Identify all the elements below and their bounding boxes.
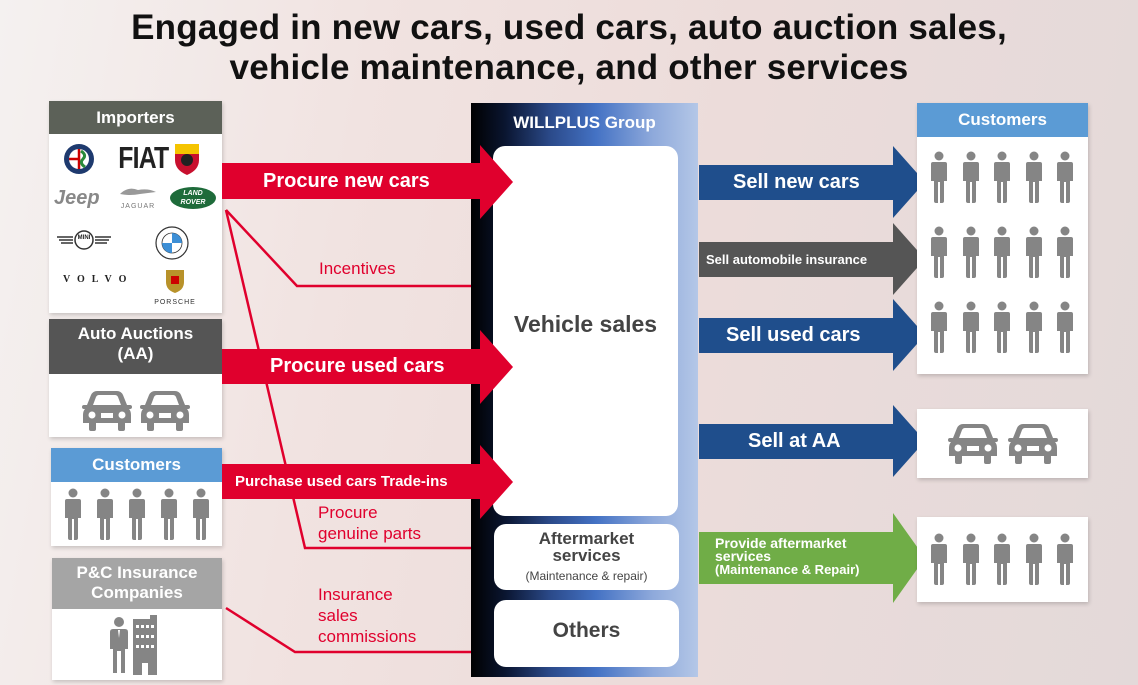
auto-auctions-panel: Auto Auctions (AA) bbox=[49, 319, 222, 437]
person-icon bbox=[992, 533, 1012, 585]
mini-wings-icon bbox=[57, 230, 111, 250]
others-box: Others bbox=[494, 600, 679, 667]
person-icon bbox=[992, 226, 1012, 278]
person-icon bbox=[127, 488, 147, 540]
vehicle-sales-box: Vehicle sales bbox=[493, 146, 678, 516]
car-icon bbox=[81, 389, 133, 431]
parts-line bbox=[224, 209, 490, 550]
person-icon bbox=[929, 151, 949, 203]
page-title: Engaged in new cars, used cars, auto auc… bbox=[0, 8, 1138, 88]
alfa-romeo-logo-icon bbox=[64, 144, 94, 174]
sell-at-aa-arrow: Sell at AA bbox=[699, 405, 925, 478]
importers-panel: Importers FIAT Jeep JAGUAR LAND ROVER MI… bbox=[49, 101, 222, 313]
destination-aa-panel bbox=[917, 409, 1088, 478]
auction-cars bbox=[49, 374, 222, 431]
insurance-commission-line bbox=[225, 606, 490, 654]
aftermarket-box: Aftermarket services (Maintenance & repa… bbox=[494, 524, 679, 590]
person-icon bbox=[961, 301, 981, 353]
porsche-logo: PORSCHE bbox=[137, 268, 213, 306]
title-line-2: vehicle maintenance, and other services bbox=[229, 48, 909, 87]
brand-logos: FIAT Jeep JAGUAR LAND ROVER MINI VOLVO P… bbox=[49, 134, 222, 313]
person-icon bbox=[1024, 151, 1044, 203]
person-icon bbox=[1055, 151, 1075, 203]
source-customers-header: Customers bbox=[51, 448, 222, 482]
person-icon bbox=[929, 301, 949, 353]
person-icon bbox=[1055, 301, 1075, 353]
incentives-label: Incentives bbox=[319, 259, 396, 278]
office-building-icon bbox=[133, 615, 157, 675]
person-icon bbox=[961, 533, 981, 585]
land-rover-logo: LAND ROVER bbox=[170, 187, 216, 209]
porsche-crest-icon bbox=[166, 270, 184, 293]
insurance-companies-header: P&C Insurance Companies bbox=[52, 558, 222, 609]
vehicle-sales-label: Vehicle sales bbox=[513, 311, 658, 337]
insurance-companies-panel: P&C Insurance Companies bbox=[52, 558, 222, 680]
person-icon bbox=[961, 226, 981, 278]
procure-parts-label: Procure genuine parts bbox=[318, 503, 422, 543]
provide-aftermarket-arrow: Provide aftermarket services (Maintenanc… bbox=[699, 513, 925, 603]
fiat-logo: FIAT bbox=[118, 140, 169, 175]
purchase-tradeins-arrow: Purchase used cars Trade-ins bbox=[222, 445, 513, 519]
insurance-customers bbox=[929, 226, 1075, 278]
procure-new-cars-arrow: Procure new cars bbox=[222, 145, 513, 219]
importers-header: Importers bbox=[49, 101, 222, 134]
person-icon bbox=[1024, 533, 1044, 585]
destination-customers-panel: Customers bbox=[917, 103, 1088, 374]
car-icon bbox=[947, 422, 999, 464]
person-icon bbox=[992, 301, 1012, 353]
destination-aa-cars bbox=[917, 409, 1088, 464]
procure-used-cars-arrow: Procure used cars bbox=[222, 330, 513, 404]
volvo-logo: VOLVO bbox=[63, 274, 134, 285]
sell-insurance-arrow: Sell automobile insurance bbox=[699, 223, 925, 296]
person-icon bbox=[95, 488, 115, 540]
abarth-logo-icon bbox=[175, 144, 199, 175]
incentives-line bbox=[225, 209, 490, 288]
person-icon bbox=[1055, 533, 1075, 585]
businessman-icon bbox=[110, 617, 128, 673]
person-icon bbox=[1024, 226, 1044, 278]
mini-logo: MINI bbox=[55, 230, 113, 250]
source-customers-panel: Customers bbox=[51, 448, 222, 546]
person-icon bbox=[1024, 301, 1044, 353]
insurance-icons bbox=[52, 609, 222, 680]
person-icon bbox=[929, 533, 949, 585]
new-car-customers bbox=[929, 151, 1075, 203]
bmw-logo-icon bbox=[155, 226, 189, 260]
person-icon bbox=[63, 488, 83, 540]
person-icon bbox=[992, 151, 1012, 203]
person-icon bbox=[961, 151, 981, 203]
sell-new-cars-arrow: Sell new cars bbox=[699, 146, 925, 219]
destination-customers-header: Customers bbox=[917, 103, 1088, 137]
source-customers-people bbox=[63, 488, 211, 540]
person-icon bbox=[929, 226, 949, 278]
jeep-logo: Jeep bbox=[54, 187, 100, 209]
car-icon bbox=[1007, 422, 1059, 464]
insurance-commissions-label: Insurance sales commissions bbox=[318, 585, 417, 646]
jaguar-logo: JAGUAR bbox=[113, 184, 163, 210]
willplus-group-title: WILLPLUS Group bbox=[513, 113, 656, 132]
sell-used-cars-arrow: Sell used cars bbox=[699, 299, 925, 372]
auto-auctions-header: Auto Auctions (AA) bbox=[49, 319, 222, 374]
aftermarket-sublabel: (Maintenance & repair) bbox=[525, 569, 648, 583]
used-car-customers bbox=[929, 301, 1075, 353]
person-icon bbox=[191, 488, 211, 540]
car-icon bbox=[139, 389, 191, 431]
person-icon bbox=[159, 488, 179, 540]
aftermarket-customers bbox=[929, 533, 1075, 585]
destination-aftermarket-panel bbox=[917, 517, 1088, 602]
title-line-1: Engaged in new cars, used cars, auto auc… bbox=[131, 8, 1007, 47]
jaguar-leaper-icon bbox=[120, 188, 156, 195]
person-icon bbox=[1055, 226, 1075, 278]
